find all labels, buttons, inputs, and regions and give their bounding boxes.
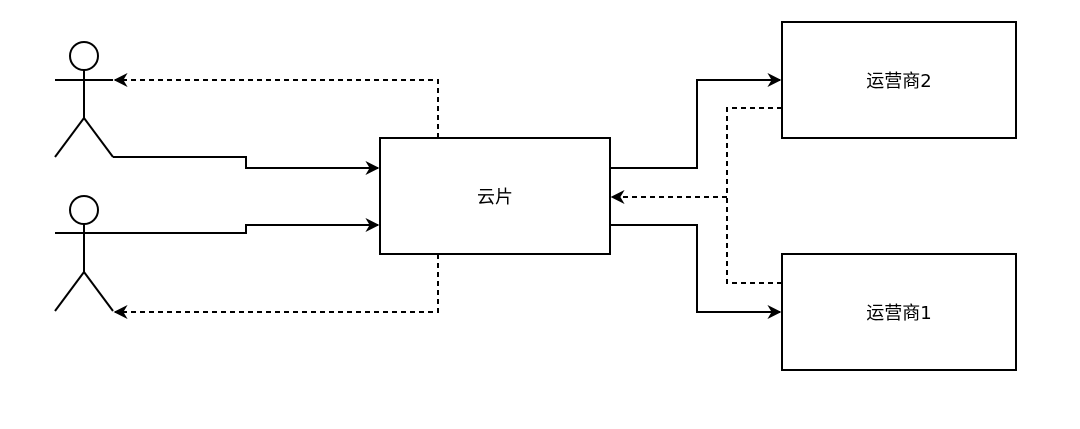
node-cloud: 云片 xyxy=(379,137,611,255)
edge-cloud-to-operator1 xyxy=(610,224,782,319)
node-operator2: 运营商2 xyxy=(781,21,1017,139)
edge-cloud-to-user-bottom xyxy=(113,254,439,319)
actor-user-top xyxy=(54,41,114,158)
edge-user-bottom-to-cloud xyxy=(113,218,380,234)
node-cloud-label: 云片 xyxy=(477,187,513,208)
node-operator2-label: 运营商2 xyxy=(866,71,931,92)
actor-user-bottom xyxy=(54,195,114,312)
edge-operator2-to-cloud xyxy=(610,107,782,204)
edge-user-top-to-cloud xyxy=(113,156,380,175)
edge-cloud-to-user-top xyxy=(113,73,439,138)
edge-operator1-to-cloud xyxy=(726,197,782,284)
edge-cloud-to-operator2 xyxy=(610,73,782,169)
node-operator1-label: 运营商1 xyxy=(866,303,931,324)
node-operator1: 运营商1 xyxy=(781,253,1017,371)
